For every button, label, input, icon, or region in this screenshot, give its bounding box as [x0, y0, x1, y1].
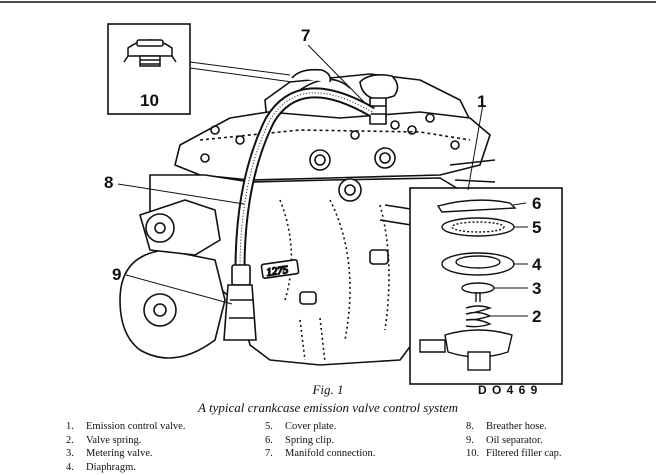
- legend-item: 3. Metering valve.: [66, 447, 185, 461]
- legend-item: 10. Filtered filler cap.: [466, 447, 562, 461]
- legend-text: Breather hose.: [486, 421, 547, 432]
- legend-text: Manifold connection.: [285, 448, 376, 459]
- legend-column-2: 5. Cover plate. 6. Spring clip. 7. Manifold…: [265, 420, 375, 461]
- drawing-code: D O 4 6 9: [478, 383, 538, 395]
- filler-cap-inset: 10: [107, 23, 293, 115]
- oil-separator: [223, 264, 257, 341]
- engine-diagram: 1275 10: [0, 1, 656, 395]
- legend-number: 4.: [66, 461, 74, 473]
- legend-item: 2. Valve spring.: [66, 434, 185, 448]
- callout-7: 7: [301, 26, 310, 45]
- legend-number: 10.: [466, 448, 480, 459]
- legend-number: 1.: [66, 421, 74, 432]
- callout-10: 10: [140, 91, 159, 110]
- legend-text: Diaphragm.: [86, 461, 136, 473]
- legend-number: 6.: [265, 434, 273, 446]
- breather-hose: [234, 87, 375, 271]
- legend-item: 5. Cover plate.: [265, 420, 375, 434]
- valve-components-inset: 6 5 4 3 2: [409, 187, 563, 385]
- callout-1: 1: [477, 92, 486, 111]
- legend-item: 4. Diaphragm.: [66, 461, 185, 475]
- legend-text: Emission control valve.: [86, 421, 186, 432]
- legend-item: 8. Breather hose.: [466, 420, 562, 434]
- legend-item: 7. Manifold connection.: [265, 447, 375, 461]
- engine-block: 1275: [119, 68, 496, 366]
- legend-number: 7.: [265, 448, 273, 459]
- callout-8: 8: [104, 173, 113, 192]
- callout-3: 3: [532, 279, 541, 298]
- figure-label: Fig. 1: [312, 382, 344, 397]
- callout-6: 6: [532, 194, 541, 213]
- callout-4: 4: [532, 255, 542, 274]
- legend-item: 1. Emission control valve.: [66, 420, 185, 434]
- legend-text: Valve spring.: [86, 434, 142, 446]
- callout-5: 5: [532, 218, 541, 237]
- legend-number: 9.: [466, 434, 474, 446]
- legend-number: 8.: [466, 421, 474, 432]
- legend-item: 9. Oil separator.: [466, 434, 562, 448]
- legend-item: 6. Spring clip.: [265, 434, 375, 448]
- figure-caption: A typical crankcase emission valve contr…: [198, 400, 458, 415]
- legend-text: Filtered filler cap.: [486, 448, 562, 459]
- callout-9: 9: [112, 265, 121, 284]
- legend-number: 3.: [66, 448, 74, 459]
- legend-column-1: 1. Emission control valve. 2. Valve spring…: [66, 420, 185, 474]
- legend-text: Cover plate.: [285, 421, 337, 432]
- legend-text: Metering valve.: [86, 448, 153, 459]
- legend-column-3: 8. Breather hose. 9. Oil separator. 10. Fil…: [466, 420, 562, 461]
- callout-2: 2: [532, 307, 541, 326]
- legend-text: Oil separator.: [486, 434, 543, 446]
- legend-number: 2.: [66, 434, 74, 446]
- legend-text: Spring clip.: [285, 434, 334, 446]
- block-marking: 1275: [266, 264, 290, 279]
- legend-number: 5.: [265, 421, 273, 432]
